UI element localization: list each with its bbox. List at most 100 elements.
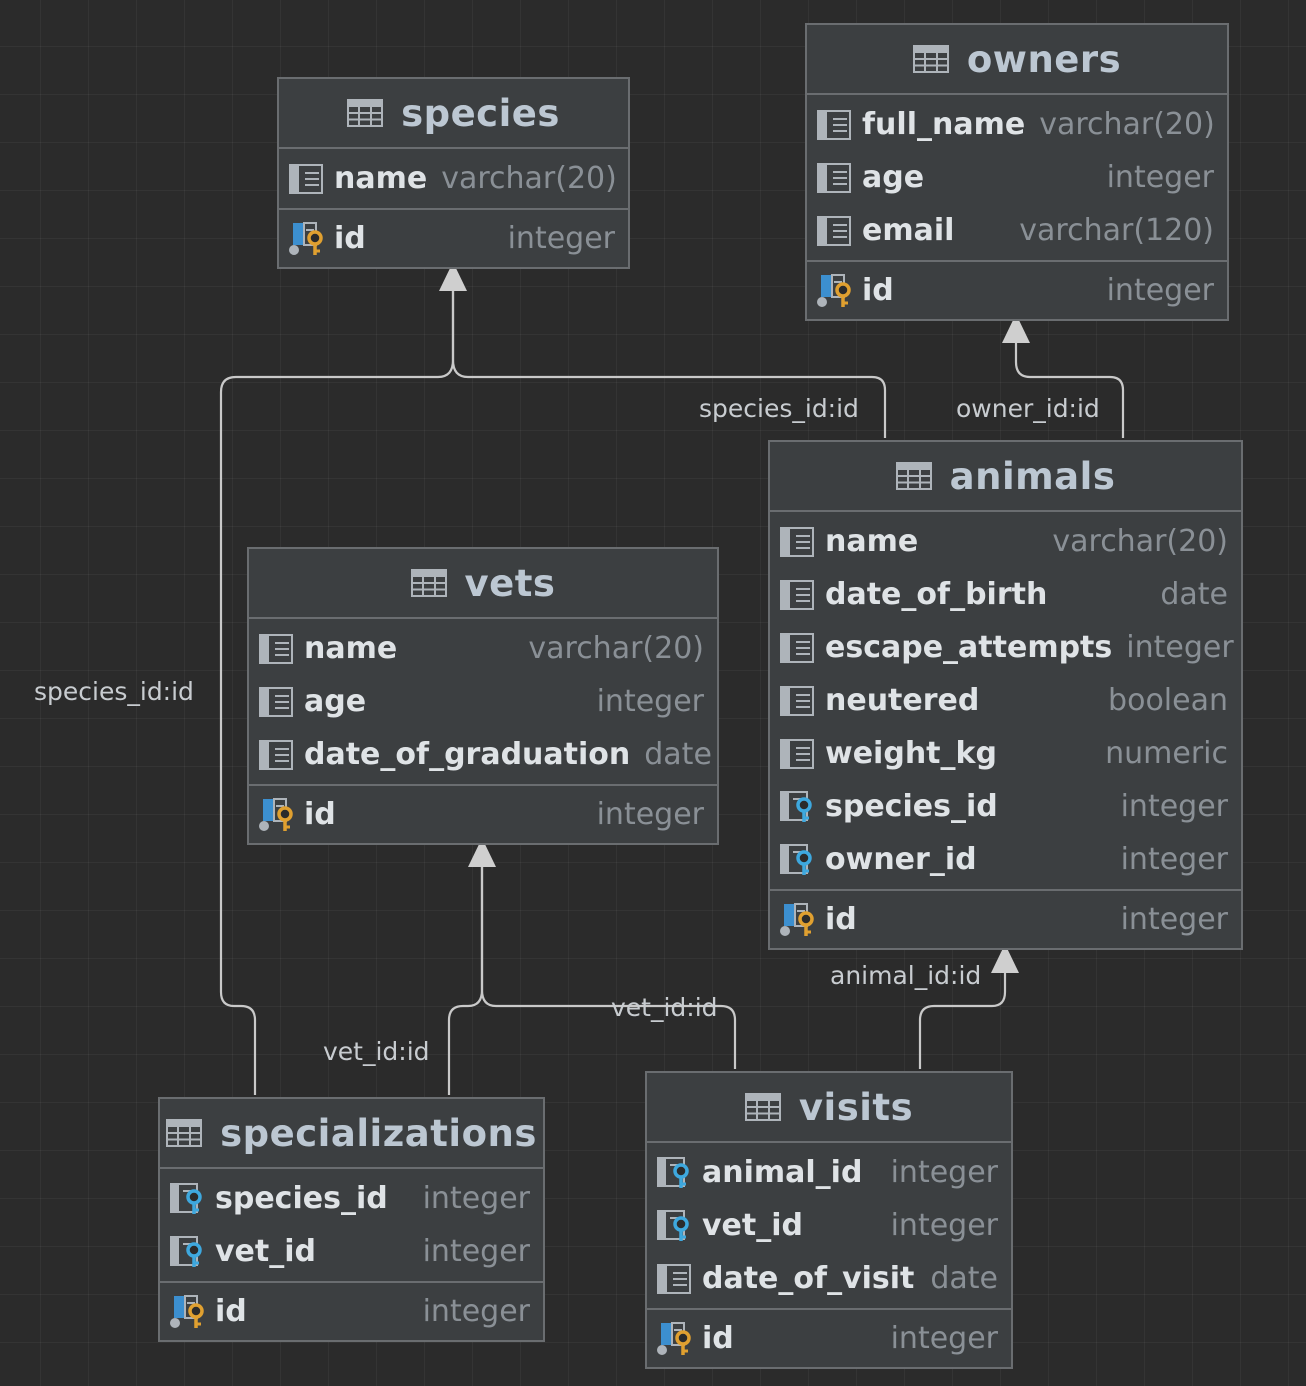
- column-icon: [780, 525, 816, 559]
- column-name: id: [334, 221, 366, 256]
- foreign-key-icon: [780, 843, 816, 877]
- column-icon: [780, 737, 816, 771]
- foreign-key-icon: [657, 1209, 693, 1243]
- primary-key-icon: [817, 273, 853, 308]
- primary-key-icon: [259, 797, 295, 832]
- column-type: varchar(20): [528, 631, 704, 666]
- table-grid-icon: [347, 99, 384, 127]
- column-type: integer: [422, 1294, 530, 1329]
- edge-specializations-species: [219, 290, 455, 1095]
- column-type: integer: [507, 221, 615, 256]
- relation-label: species_id:id: [34, 677, 194, 706]
- table-name: animals: [949, 454, 1116, 498]
- edge-animals-species: [451, 290, 887, 438]
- column-name: date_of_visit: [702, 1261, 915, 1296]
- column-type: boolean: [1108, 683, 1228, 718]
- column-name: id: [862, 273, 894, 308]
- column-type: integer: [1106, 273, 1214, 308]
- column-type: numeric: [1105, 736, 1228, 771]
- edge-specializations-vets: [447, 866, 484, 1095]
- column-icon: [259, 632, 295, 666]
- table-species[interactable]: species name varchar(20) id integer: [277, 77, 630, 269]
- column-icon: [817, 108, 853, 142]
- column-name: age: [304, 684, 367, 719]
- column-row[interactable]: id integer: [279, 212, 628, 265]
- column-name: vet_id: [702, 1208, 804, 1243]
- column-type: integer: [890, 1155, 998, 1190]
- column-icon: [780, 631, 816, 665]
- column-type: integer: [1106, 160, 1214, 195]
- column-name: neutered: [825, 683, 980, 718]
- column-name: vet_id: [215, 1234, 317, 1269]
- relation-label: species_id:id: [699, 394, 859, 423]
- column-name: owner_id: [825, 842, 977, 877]
- table-name: species: [401, 91, 560, 135]
- column-name: email: [862, 213, 955, 248]
- column-type: varchar(20): [1052, 524, 1228, 559]
- column-type: integer: [1120, 902, 1228, 937]
- foreign-key-icon: [170, 1235, 206, 1269]
- table-grid-icon: [410, 569, 447, 597]
- relation-label: animal_id:id: [830, 961, 982, 990]
- relation-label: vet_id:id: [323, 1037, 430, 1066]
- table-header: owners: [807, 25, 1227, 95]
- column-type: varchar(20): [441, 161, 617, 196]
- column-icon: [780, 578, 816, 612]
- column-name: date_of_birth: [825, 577, 1048, 612]
- table-grid-icon: [744, 1093, 781, 1121]
- column-icon: [259, 685, 295, 719]
- column-type: integer: [1126, 630, 1234, 665]
- primary-key-icon: [289, 221, 325, 256]
- primary-key-icon: [170, 1294, 206, 1329]
- table-header: species: [279, 79, 628, 149]
- column-row[interactable]: id integer: [807, 264, 1227, 317]
- column-row[interactable]: name varchar(20): [279, 152, 628, 205]
- column-type: varchar(20): [1039, 107, 1215, 142]
- table-name: owners: [966, 37, 1122, 81]
- column-row[interactable]: neutered boolean: [770, 674, 1241, 727]
- table-grid-icon: [895, 462, 932, 490]
- column-name: id: [304, 797, 336, 832]
- arrowhead-owners: [1002, 314, 1030, 343]
- column-type: date: [644, 737, 712, 772]
- column-name: name: [304, 631, 398, 666]
- column-row[interactable]: name varchar(20): [249, 622, 717, 675]
- column-name: name: [334, 161, 428, 196]
- column-type: integer: [1120, 789, 1228, 824]
- primary-key-section: id integer: [279, 208, 628, 267]
- edge-visits-animals: [918, 973, 1007, 1069]
- foreign-key-icon: [170, 1182, 206, 1216]
